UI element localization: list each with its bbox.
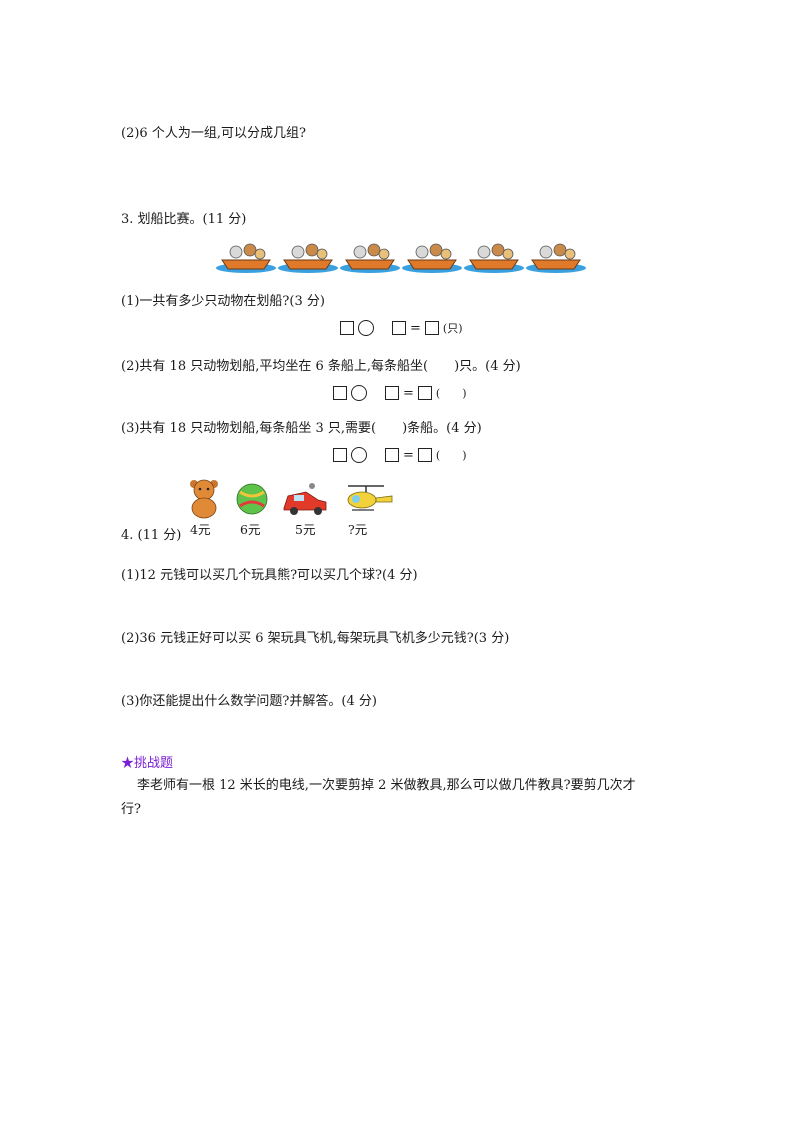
q3-eq1: = (只) bbox=[340, 320, 463, 336]
q2-part2-text: (2)6 个人为一组,可以分成几组? bbox=[121, 126, 306, 141]
challenge-title: ★挑战题 bbox=[121, 756, 174, 771]
challenge-text-line1: 李老师有一根 12 米长的电线,一次要剪掉 2 米做教具,那么可以做几件教具?要… bbox=[137, 778, 636, 793]
boat-icon bbox=[464, 243, 524, 273]
q3-title: 3. 划船比赛。(11 分) bbox=[121, 212, 247, 227]
q4-title: 4. (11 分) bbox=[121, 528, 182, 543]
teddy-bear-icon bbox=[190, 479, 218, 519]
equals-sign: = bbox=[403, 385, 414, 401]
operator-circle[interactable] bbox=[358, 320, 374, 336]
answer-box[interactable] bbox=[333, 386, 347, 400]
boat-icon bbox=[526, 243, 586, 273]
q3-eq3: = ( ) bbox=[333, 447, 467, 463]
equals-sign: = bbox=[403, 447, 414, 463]
operator-circle[interactable] bbox=[351, 447, 367, 463]
answer-box[interactable] bbox=[417, 386, 432, 400]
toy-helicopter-icon bbox=[347, 485, 393, 511]
price-teddy-bear: 4元 bbox=[190, 522, 211, 537]
q3-part1-text: (1)一共有多少只动物在划船?(3 分) bbox=[121, 294, 325, 309]
answer-box[interactable] bbox=[340, 321, 354, 335]
answer-box[interactable] bbox=[424, 321, 439, 335]
toy-car-icon bbox=[283, 483, 327, 515]
equals-sign: = bbox=[410, 320, 421, 336]
boat-race-illustration bbox=[216, 243, 586, 273]
challenge-text-line2: 行? bbox=[121, 802, 141, 817]
answer-box[interactable] bbox=[385, 448, 399, 462]
toy-prices-illustration bbox=[190, 479, 393, 519]
boat-icon bbox=[340, 243, 400, 273]
operator-circle[interactable] bbox=[351, 385, 367, 401]
boat-icon bbox=[278, 243, 338, 273]
answer-box[interactable] bbox=[333, 448, 347, 462]
price-toy-car: 5元 bbox=[295, 522, 316, 537]
q4-part3-text: (3)你还能提出什么数学问题?并解答。(4 分) bbox=[121, 694, 377, 709]
answer-box[interactable] bbox=[392, 321, 406, 335]
boat-icon bbox=[402, 243, 462, 273]
ball-icon bbox=[236, 483, 268, 515]
price-toy-helicopter: ?元 bbox=[348, 522, 368, 537]
q3-part2-text: (2)共有 18 只动物划船,平均坐在 6 条船上,每条船坐( )只。(4 分) bbox=[121, 359, 521, 374]
price-ball: 6元 bbox=[240, 522, 261, 537]
answer-box[interactable] bbox=[385, 386, 399, 400]
q3-eq2: = ( ) bbox=[333, 385, 467, 401]
unit-blank: ( ) bbox=[435, 387, 467, 400]
q4-part2-text: (2)36 元钱正好可以买 6 架玩具飞机,每架玩具飞机多少元钱?(3 分) bbox=[121, 631, 510, 646]
q4-part1-text: (1)12 元钱可以买几个玩具熊?可以买几个球?(4 分) bbox=[121, 568, 418, 583]
unit-label: (只) bbox=[442, 322, 463, 335]
boat-icon bbox=[216, 243, 276, 273]
q3-part3-text: (3)共有 18 只动物划船,每条船坐 3 只,需要( )条船。(4 分) bbox=[121, 421, 482, 436]
answer-box[interactable] bbox=[417, 448, 432, 462]
unit-blank: ( ) bbox=[435, 449, 467, 462]
